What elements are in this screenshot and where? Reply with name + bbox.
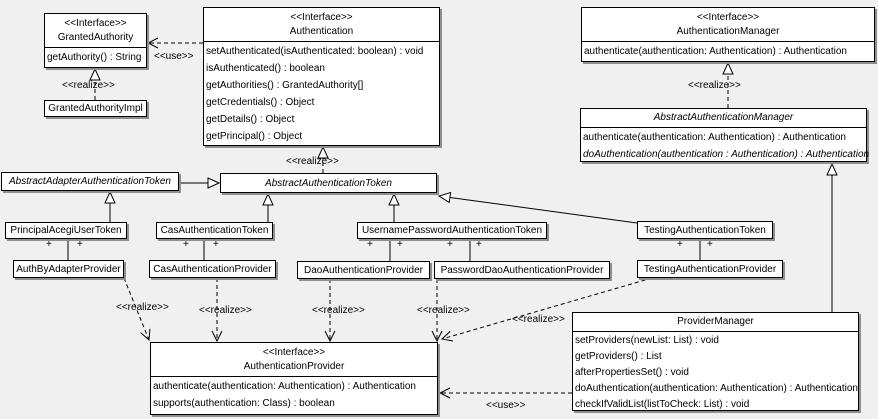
class-name: CasAuthenticationToken (160, 225, 269, 236)
method-label: authenticate(authentication: Authenticat… (583, 132, 846, 143)
method-label: getAuthorities() : GrantedAuthority[] (206, 80, 364, 91)
method-label: authenticate(authentication: Authenticat… (584, 46, 847, 57)
multiplicity-plus: + (367, 239, 373, 250)
multiplicity-plus: + (213, 239, 219, 250)
multiplicity-plus: + (677, 239, 683, 250)
class-name: DaoAuthenticationProvider (304, 264, 423, 276)
method-label: setProviders(newList: List) : void (575, 335, 719, 346)
realize-label: <<realize>> (62, 80, 115, 91)
class-header: <<Interface>> Authentication (204, 8, 439, 42)
class-name: TestingAuthenticationProvider (643, 263, 777, 275)
multiplicity-plus: + (183, 239, 189, 250)
method-label: getPrincipal() : Object (206, 131, 303, 142)
class-name: GrantedAuthorityImpl (48, 103, 143, 114)
class-abstract-authentication-token[interactable]: AbstractAuthenticationToken (220, 173, 437, 193)
class-abstract-adapter-authentication-token[interactable]: AbstractAdapterAuthenticationToken (1, 172, 179, 191)
realize-label: <<realize>> (417, 305, 470, 316)
class-name: GrantedAuthority (57, 32, 134, 43)
class-granted-authority-impl[interactable]: GrantedAuthorityImpl (44, 100, 147, 117)
realize-label: <<realize>> (512, 314, 565, 325)
class-authentication[interactable]: <<Interface>> Authentication setAuthenti… (203, 7, 440, 146)
class-abstract-authentication-manager[interactable]: AbstractAuthenticationManager authentica… (580, 108, 870, 162)
multiplicity-plus: + (707, 239, 713, 250)
stereotype-label: <<Interface>> (290, 12, 353, 23)
class-header: <<Interface>> AuthenticationProvider (151, 343, 437, 377)
class-name: AbstractAuthenticationManager (581, 109, 866, 128)
method-label: getCredentials() : Object (206, 97, 315, 108)
method-label: authenticate(authentication: Authenticat… (153, 381, 416, 392)
multiplicity-plus: + (77, 239, 83, 250)
class-testing-authentication-provider[interactable]: TestingAuthenticationProvider (637, 260, 783, 278)
class-username-password-authentication-token[interactable]: UsernamePasswordAuthenticationToken (357, 222, 547, 239)
class-name: UsernamePasswordAuthenticationToken (361, 225, 543, 236)
multiplicity-plus: + (397, 239, 403, 250)
multiplicity-plus: + (46, 239, 52, 250)
class-name: PrincipalAcegiUserToken (10, 225, 122, 236)
class-header: <<Interface>> GrantedAuthority (45, 14, 146, 48)
realize-label: <<realize>> (199, 305, 252, 316)
method-label: getProviders() : List (575, 351, 662, 362)
class-name: AbstractAdapterAuthenticationToken (9, 176, 171, 187)
class-cas-authentication-token[interactable]: CasAuthenticationToken (156, 222, 273, 239)
method-label: isAuthenticated() : boolean (206, 63, 325, 74)
use-label: <<use>> (154, 51, 194, 62)
stereotype-label: <<Interface>> (696, 12, 760, 23)
stereotype-label: <<Interface>> (262, 347, 326, 358)
class-name: ProviderManager (573, 313, 858, 332)
class-name: Authentication (289, 26, 354, 37)
realize-label: <<realize>> (688, 80, 741, 91)
method-label: supports(authentication: Class) : boolea… (153, 398, 335, 409)
class-authentication-provider[interactable]: <<Interface>> AuthenticationProvider aut… (150, 342, 438, 415)
method-label: getAuthority() : String (47, 52, 142, 63)
class-name: TestingAuthenticationToken (644, 224, 766, 236)
method-label: doAuthentication(authentication: Authent… (575, 383, 858, 394)
class-granted-authority[interactable]: <<Interface>> GrantedAuthority getAuthor… (44, 13, 147, 68)
method-label: setAuthenticated(isAuthenticated: boolea… (206, 46, 424, 57)
multiplicity-plus: + (447, 239, 453, 250)
realize-label: <<realize>> (286, 156, 339, 167)
method-label: checkIfValidList(listToCheck: List) : vo… (575, 399, 750, 410)
class-header: <<Interface>> AuthenticationManager (582, 8, 874, 42)
class-name: AuthByAdapterProvider (16, 263, 121, 275)
multiplicity-plus: + (476, 239, 482, 250)
stereotype-label: <<Interface>> (64, 18, 127, 29)
class-auth-by-adapter-provider[interactable]: AuthByAdapterProvider (13, 260, 124, 278)
class-password-dao-authentication-provider[interactable]: PasswordDaoAuthenticationProvider (434, 261, 610, 279)
edge-generalization-testing-token (439, 196, 638, 224)
method-label: doAuthentication(authentication : Authen… (583, 149, 870, 160)
class-principal-acegi-user-token[interactable]: PrincipalAcegiUserToken (5, 222, 127, 239)
class-dao-authentication-provider[interactable]: DaoAuthenticationProvider (297, 261, 430, 279)
class-name: AbstractAuthenticationToken (265, 177, 392, 189)
class-name: CasAuthenticationProvider (153, 263, 272, 275)
class-name: PasswordDaoAuthenticationProvider (440, 264, 604, 276)
use-label: <<use>> (486, 400, 526, 411)
class-provider-manager[interactable]: ProviderManager setProviders(newList: Li… (572, 312, 859, 411)
realize-label: <<realize>> (312, 305, 365, 316)
class-name: AuthenticationManager (676, 26, 780, 37)
class-name: AuthenticationProvider (243, 361, 345, 372)
class-cas-authentication-provider[interactable]: CasAuthenticationProvider (149, 260, 276, 278)
method-label: afterPropertiesSet() : void (575, 367, 689, 378)
method-label: getDetails() : Object (206, 114, 295, 125)
class-testing-authentication-token[interactable]: TestingAuthenticationToken (637, 221, 773, 239)
class-authentication-manager[interactable]: <<Interface>> AuthenticationManager auth… (581, 7, 875, 62)
edge-realize-testing-provider (442, 277, 653, 339)
realize-label: <<realize>> (116, 302, 169, 313)
